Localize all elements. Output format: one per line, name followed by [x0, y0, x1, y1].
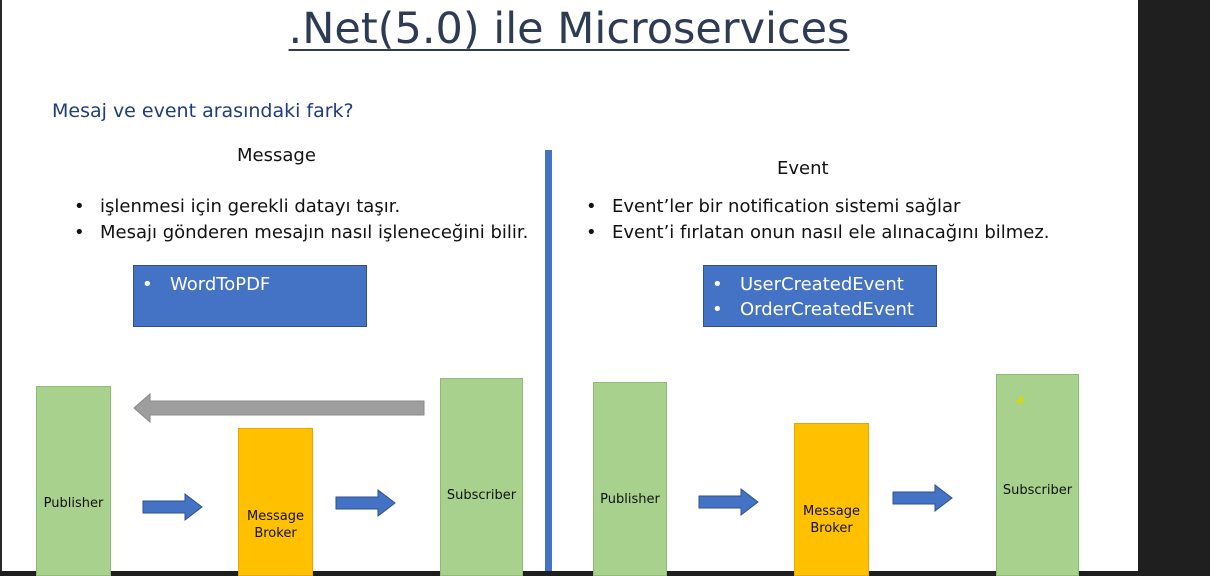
event-example-item: UserCreatedEvent [712, 272, 936, 297]
slide-title: .Net(5.0) ile Microservices [288, 4, 850, 54]
event-broker-label-line2: Broker [810, 521, 853, 536]
slide-left-border [0, 0, 2, 571]
message-subscriber-label: Subscriber [446, 488, 517, 503]
message-arrow-to-broker [142, 492, 203, 522]
event-publisher-label: Publisher [600, 492, 660, 507]
message-arrow-to-subscriber [335, 488, 396, 518]
message-subscriber-box: Subscriber [440, 378, 523, 576]
event-example-box: UserCreatedEvent OrderCreatedEvent [703, 265, 937, 327]
message-bullet: işlenmesi için gerekli datayı taşır. [74, 194, 528, 220]
message-example-item: WordToPDF [142, 272, 366, 297]
message-bullet: Mesajı gönderen mesajın nasıl işleneceği… [74, 220, 528, 246]
message-bullet-list: işlenmesi için gerekli datayı taşır. Mes… [74, 194, 528, 246]
message-heading: Message [237, 145, 316, 166]
event-broker-label-line1: Message [803, 504, 860, 519]
event-publisher-box: Publisher [593, 382, 667, 576]
message-return-arrow [133, 392, 425, 424]
message-broker-label-line2: Broker [254, 526, 297, 541]
message-example-box: WordToPDF [133, 265, 367, 327]
event-broker-box: Message Broker [794, 423, 869, 576]
event-arrow-to-subscriber [892, 483, 953, 513]
event-example-item: OrderCreatedEvent [712, 297, 936, 322]
message-broker-label-line1: Message [247, 509, 304, 524]
event-subscriber-box: Subscriber [996, 374, 1079, 576]
event-heading: Event [777, 158, 829, 179]
event-bullet: Event’i fırlatan onun nasıl ele alınacağ… [586, 220, 1050, 246]
slide: .Net(5.0) ile Microservices Mesaj ve eve… [0, 0, 1138, 571]
slide-subtitle: Mesaj ve event arasındaki fark? [52, 100, 354, 122]
message-publisher-box: Publisher [36, 386, 111, 576]
column-divider [545, 150, 552, 571]
event-subscriber-label: Subscriber [1002, 483, 1073, 498]
message-publisher-label: Publisher [43, 496, 104, 511]
event-arrow-to-broker [698, 487, 759, 517]
event-bullet-list: Event’ler bir notification sistemi sağla… [586, 194, 1050, 246]
message-broker-box: Message Broker [238, 428, 313, 576]
event-bullet: Event’ler bir notification sistemi sağla… [586, 194, 1050, 220]
